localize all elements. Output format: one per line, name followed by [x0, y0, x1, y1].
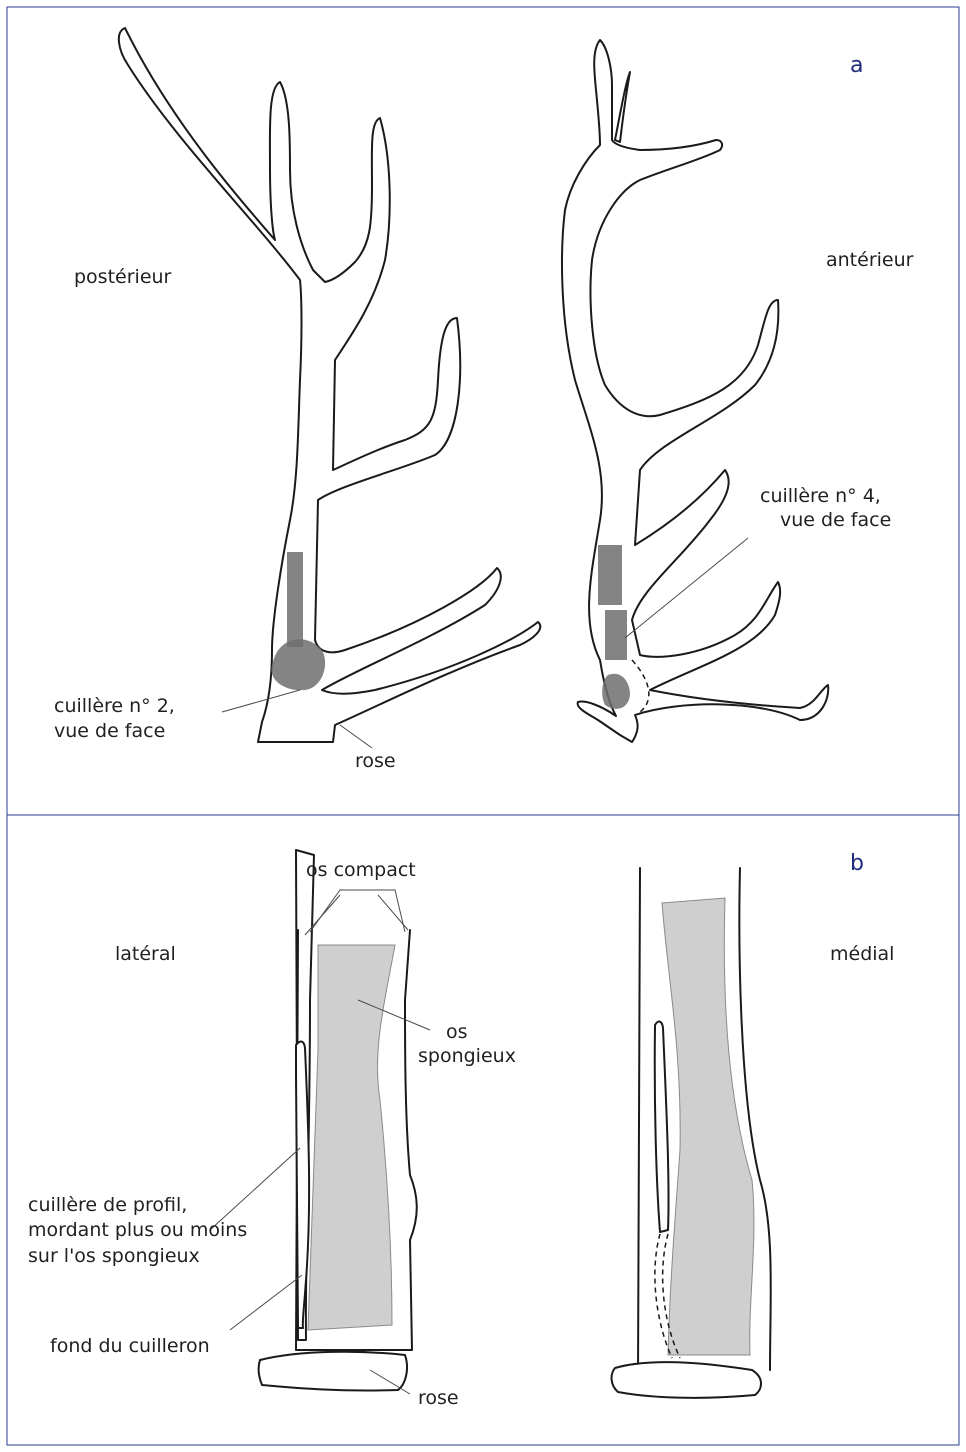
spoon-2-label-line2: vue de face [54, 720, 165, 742]
lateral-rose [259, 1352, 407, 1391]
profile-label-line1: cuillère de profil, [28, 1194, 187, 1216]
anterior-label: antérieur [826, 249, 914, 271]
medial-section-drawing [612, 868, 771, 1398]
profile-leader [210, 1148, 300, 1230]
posterior-antler-drawing [119, 28, 540, 742]
compact-leader [310, 890, 405, 932]
spoon-4-label-line2: vue de face [780, 509, 891, 531]
profile-label-line2: mordant plus ou moins [28, 1219, 247, 1241]
spoon-2-label-line1: cuillère n° 2, [54, 695, 175, 717]
panel-a-letter: a [850, 53, 863, 78]
compact-leader-left [305, 895, 340, 935]
bottom-label: fond du cuilleron [50, 1335, 210, 1357]
spoon-2-shaft-mark [287, 552, 303, 647]
rose-a-leader [340, 725, 372, 748]
spoon-4-label-line1: cuillère n° 4, [760, 485, 881, 507]
anterior-antler-outline [562, 40, 828, 742]
lateral-spongy-bone [308, 945, 395, 1330]
spoon-4-upper-mark [598, 545, 622, 605]
compact-label: os compact [306, 859, 416, 881]
panel-a-frame [7, 7, 959, 815]
spoon-4-middle-mark [605, 610, 627, 660]
anterior-tine-upper [615, 72, 630, 142]
compact-leader-right [378, 895, 408, 930]
posterior-antler-outline [119, 28, 540, 742]
panel-b-letter: b [850, 851, 864, 876]
spongy-label-line2: spongieux [418, 1045, 516, 1067]
rose-a-label: rose [355, 750, 396, 772]
rose-b-label: rose [418, 1387, 459, 1409]
medial-rose [612, 1362, 761, 1398]
lateral-section-drawing [259, 850, 417, 1391]
bottom-leader [230, 1275, 302, 1330]
spongy-label-line1: os [446, 1021, 468, 1043]
anterior-antler-drawing [562, 40, 828, 742]
profile-label-line3: sur l'os spongieux [28, 1245, 200, 1267]
medial-spoon-profile [655, 1022, 669, 1232]
posterior-label: postérieur [74, 266, 172, 288]
lateral-label: latéral [115, 943, 176, 965]
medial-label: médial [830, 943, 894, 965]
